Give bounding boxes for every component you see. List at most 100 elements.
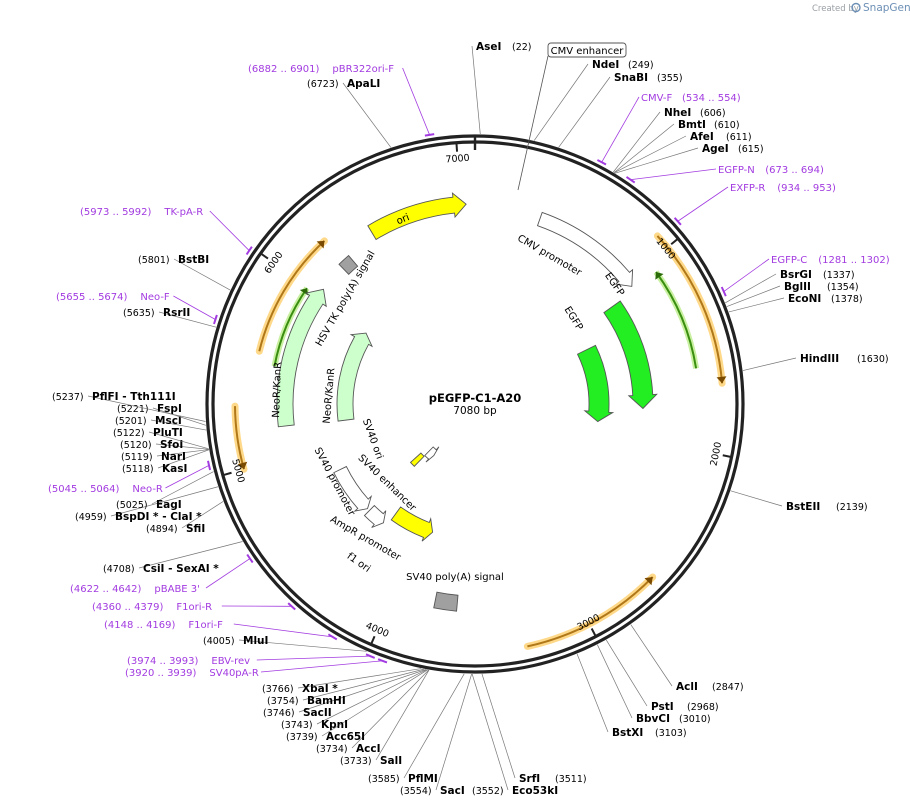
site-bstbi[interactable]: (5801)BstBI (138, 254, 231, 291)
site-position: (4894) (146, 524, 178, 535)
tick-label: 6000 (263, 250, 286, 276)
tick-label: 4000 (364, 620, 391, 640)
leader-line (148, 431, 209, 450)
site-asei[interactable]: AseI(22) (471, 41, 532, 135)
primer-exfp-r[interactable]: EXFP-R(934 .. 953) (673, 183, 836, 226)
site-bglii[interactable]: BglII(1354) (726, 281, 859, 307)
tick-mark (370, 635, 376, 644)
feature-neor-kanr-10[interactable]: NeoR/KanR (322, 332, 374, 424)
site-position: (4005) (203, 636, 235, 647)
primer-ebv-rev[interactable]: (3974 .. 3993)EBV-rev (127, 653, 376, 667)
site-acli[interactable]: AclI(2847) (630, 624, 744, 693)
site-rsrii[interactable]: (5635)RsrII (123, 307, 217, 328)
feature-egfp-2[interactable]: EGFP (602, 271, 658, 410)
site-mlui[interactable]: (4005)MluI (203, 635, 367, 652)
site-acc65i[interactable]: (3739)Acc65I (286, 669, 428, 743)
site-position: (1354) (827, 282, 859, 293)
orf-1-arrow-icon (716, 376, 727, 384)
feature-f1-ori-5[interactable]: f1 ori (345, 506, 434, 575)
site-afei[interactable]: AfeI(611) (614, 131, 752, 174)
site-srfi[interactable]: SrfI(3511) (481, 673, 587, 785)
site-saci[interactable]: (3554)SacI (400, 673, 472, 797)
site-bspdi-clai[interactable]: (4959)BspDI * - ClaI * (75, 486, 219, 523)
site-kasi[interactable]: (5118)KasI (122, 449, 210, 475)
site-bbvci[interactable]: BbvCI(3010) (597, 644, 711, 725)
feature-ori-13[interactable]: ori (367, 192, 467, 241)
site-name: MscI (155, 415, 182, 427)
site-pluti[interactable]: (5122) PluTI (113, 427, 209, 450)
site-name: XbaI * (302, 683, 338, 695)
primer-marker (596, 159, 607, 166)
site-pflmi[interactable]: (3585)PflMI (368, 673, 465, 785)
site-position: (1337) (823, 270, 855, 281)
site-apali[interactable]: (6723)ApaLI (307, 78, 392, 148)
site-nhei[interactable]: NheI(606) (613, 107, 726, 173)
leader-line (375, 669, 430, 761)
leader-line (471, 45, 481, 135)
site-eagi[interactable]: (5025)EagI (116, 471, 214, 511)
site-layer: AseI(22)NdeI(249)SnaBI(355)NheI(606)BmtI… (52, 41, 889, 797)
site-msci[interactable]: (5201)MscI (115, 415, 207, 431)
tick-mark (590, 628, 597, 637)
site-ndei[interactable]: NdeI(249) (533, 59, 654, 141)
site-hindiii[interactable]: HindIII(1630) (742, 353, 889, 371)
feature-neor-kanr-11[interactable]: NeoR/KanR (271, 288, 327, 428)
primer-egfp-n[interactable]: EGFP-N(673 .. 694) (625, 165, 824, 184)
primer-f1ori-f[interactable]: (4148 .. 4169)F1ori-F (104, 620, 338, 641)
site-sfoi[interactable]: (5120)SfoI (120, 439, 209, 451)
site-bsrgi[interactable]: BsrGI(1337) (725, 269, 855, 304)
site-bsteii[interactable]: BstEII(2139) (730, 490, 868, 513)
site-acci[interactable]: (3734)AccI (316, 669, 429, 755)
primer-marker (625, 176, 636, 184)
primer-sv40pa-r[interactable]: (3920 .. 3939)SV40pA-R (125, 658, 388, 679)
site-sfii[interactable]: (4894)SfiI (146, 501, 224, 535)
primer-name: CMV-F (641, 93, 672, 104)
site-psti[interactable]: PstI(2968) (605, 639, 719, 713)
site-sali[interactable]: (3733)SalI (340, 669, 430, 767)
tick-label: 2000 (709, 441, 725, 467)
site-csii-sexai[interactable]: (4708)CsiI - SexAI * (103, 541, 243, 575)
site-position: (5122) (113, 428, 145, 439)
primer-tk-pa-r[interactable]: (5973 .. 5992)TK-pA-R (80, 207, 253, 256)
site-agei[interactable]: AgeI(615) (615, 143, 764, 174)
leader-line (403, 673, 465, 779)
feature-cmv-enhancer-0[interactable]: CMV enhancer (517, 42, 627, 191)
site-sacii[interactable]: (3746)SacII (263, 669, 427, 719)
site-eco53ki[interactable]: (3552)Eco53kI (471, 673, 558, 797)
site-snabi[interactable]: SnaBI(355) (558, 72, 683, 148)
site-bstxi[interactable]: BstXI(3103) (576, 653, 687, 739)
snapgene-logo-icon (851, 2, 861, 13)
site-xbai[interactable]: (3766)XbaI * (262, 668, 422, 695)
site-position: (22) (512, 42, 532, 53)
site-bmti[interactable]: BmtI(610) (613, 119, 740, 173)
primer-neo-f[interactable]: (5655 .. 5674)Neo-F (56, 292, 218, 325)
primer-name: Neo-F (140, 292, 170, 303)
site-econi[interactable]: EcoNI(1378) (728, 293, 863, 313)
primer-name: F1ori-F (188, 620, 223, 631)
feature-sv40-poly-a-signal-4[interactable]: SV40 poly(A) signal (406, 572, 504, 612)
site-name: AclI (676, 681, 698, 693)
primer-f1ori-r[interactable]: (4360 .. 4379)F1ori-R (92, 602, 296, 613)
site-name: PluTI (153, 427, 183, 439)
site-pflfi-tth111i[interactable]: (5237)PflFI - Tth111I (52, 391, 206, 422)
primer-layer: (6882 .. 6901)pBR322ori-F CMV-F(534 .. 55… (48, 64, 890, 679)
snapgene-credit: Created by SnapGene (812, 2, 910, 14)
site-nari[interactable]: (5119)NarI (121, 449, 209, 463)
site-kpni[interactable]: (3743)KpnI (281, 669, 427, 731)
feature-egfp-3[interactable]: EGFP (562, 305, 615, 423)
site-name: BmtI (678, 119, 706, 131)
site-name: EcoNI (788, 293, 821, 305)
credit-text: Created by (812, 4, 859, 14)
primer-egfp-c[interactable]: EGFP-C(1281 .. 1302) (720, 255, 890, 297)
primer-pbr322ori-f[interactable]: (6882 .. 6901)pBR322ori-F (248, 64, 435, 137)
primer-pbabe-3[interactable]: (4622 .. 4642)pBABE 3' (70, 553, 254, 596)
site-position: (611) (726, 132, 752, 143)
feature-ampr-promoter-6[interactable]: AmpR promoter (328, 504, 403, 564)
leader-line (597, 644, 633, 719)
site-name: FspI (157, 403, 182, 415)
feature-shape (576, 344, 615, 423)
site-bamhi[interactable]: (3754)BamHI (267, 668, 425, 707)
primer-neo-r[interactable]: (5045 .. 5064)Neo-R (48, 460, 212, 495)
primer-cmv-f[interactable]: CMV-F(534 .. 554) (596, 93, 741, 166)
site-name: SrfI (519, 773, 540, 785)
